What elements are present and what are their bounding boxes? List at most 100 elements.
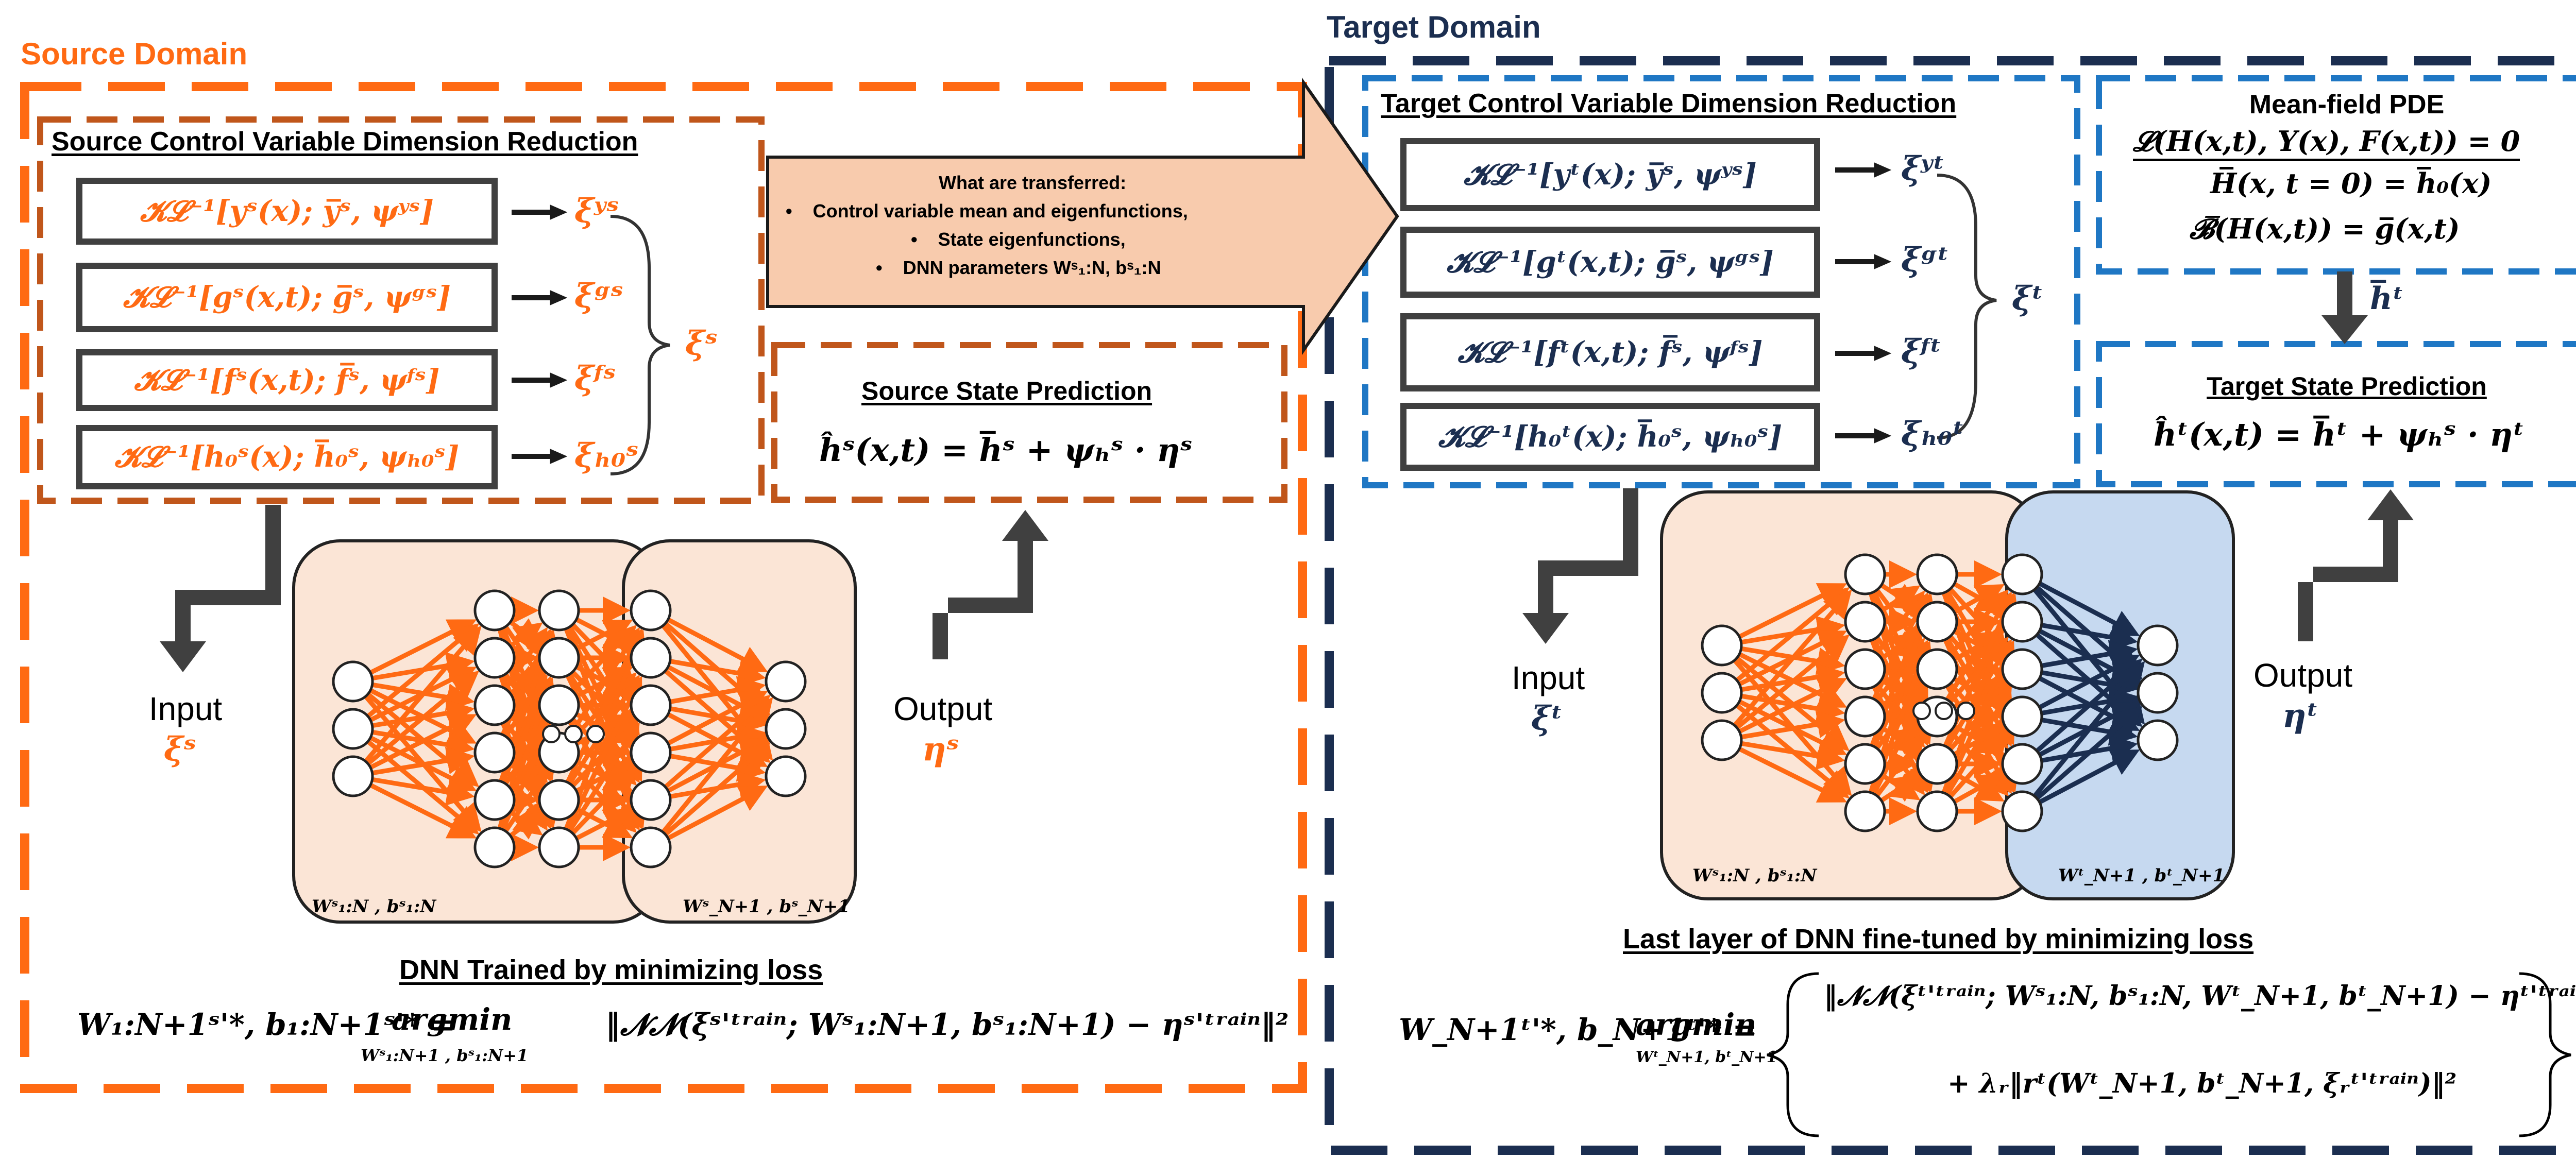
nn-connection bbox=[669, 676, 766, 704]
source-loss-title: DNN Trained by minimizing loss bbox=[399, 955, 823, 985]
nn-node bbox=[1916, 601, 1958, 643]
source-neural-network bbox=[332, 589, 807, 868]
nn-node bbox=[630, 826, 672, 868]
nn-node bbox=[538, 589, 580, 632]
nn-node bbox=[1701, 624, 1743, 667]
source-nn-right-label: Wˢ_N+1 , bˢ_N+1 bbox=[683, 896, 850, 917]
source-output-symbol: ηˢ bbox=[922, 730, 959, 769]
source-kl-box-y: 𝓚𝓛⁻¹[yˢ(x); y̅ˢ, ψʸˢ] bbox=[76, 178, 498, 245]
source-loss-argmin: argmin bbox=[392, 1002, 513, 1037]
target-neural-network bbox=[1701, 553, 2179, 832]
transfer-item-2: • State eigenfunctions, bbox=[911, 229, 1126, 250]
source-cvdr-frame bbox=[37, 116, 765, 504]
pde-h-bar: h̅ᵗ bbox=[2370, 281, 2404, 317]
nn-connection bbox=[369, 783, 477, 839]
nn-node bbox=[332, 660, 374, 703]
nn-connection bbox=[567, 722, 640, 832]
target-xi-f: ξᶠᵗ bbox=[1901, 332, 1942, 371]
nn-node bbox=[1844, 790, 1886, 832]
nn-connection bbox=[509, 812, 543, 840]
target-output-symbol: ηᵗ bbox=[2282, 696, 2319, 735]
nn-ellipsis-dot bbox=[1935, 702, 1953, 720]
nn-connection bbox=[1740, 741, 1845, 770]
source-brace bbox=[610, 215, 670, 475]
pde-title: Mean-field PDE bbox=[2249, 90, 2445, 120]
nn-connection bbox=[1740, 710, 1845, 740]
target-kl-box-h0: 𝓚𝓛⁻¹[h₀ᵗ(x); h̅₀ˢ, ψₕ₀ˢ] bbox=[1400, 403, 1820, 471]
nn-node bbox=[630, 589, 672, 632]
nn-connection bbox=[2035, 706, 2143, 800]
nn-ellipsis-dot bbox=[1957, 702, 1975, 720]
target-loss-argmin: argmin bbox=[1636, 1007, 1757, 1042]
nn-node bbox=[630, 779, 672, 821]
target-cvdr-title: Target Control Variable Dimension Reduct… bbox=[1381, 89, 1957, 118]
nn-connection bbox=[669, 659, 766, 687]
nn-node bbox=[2001, 790, 2043, 832]
source-loss-lhs: W₁:N+1ˢ'*, b₁:N+1ˢ'* = bbox=[77, 1007, 456, 1042]
nn-node bbox=[765, 755, 807, 797]
target-loss-lhs: W_N+1ᵗ'*, b_N+1ᵗ'* = bbox=[1399, 1012, 1757, 1047]
nn-node bbox=[332, 708, 374, 750]
nn-connection bbox=[1733, 589, 1852, 727]
target-output-label: Output bbox=[2253, 657, 2353, 694]
target-loss-brace-left bbox=[1767, 972, 1819, 1137]
nn-node bbox=[1844, 743, 1886, 785]
nn-node bbox=[473, 589, 516, 632]
nn-node bbox=[1844, 553, 1886, 595]
source-nn-left-label: Wˢ₁:N , bˢ₁:N bbox=[312, 896, 436, 917]
nn-node bbox=[1701, 719, 1743, 761]
source-state-title: Source State Prediction bbox=[861, 377, 1153, 405]
nn-connection bbox=[2041, 640, 2138, 668]
target-io-arrows bbox=[1522, 488, 2414, 644]
nn-node bbox=[1844, 601, 1886, 643]
target-nn-left-label: Wˢ₁:N , bˢ₁:N bbox=[1692, 865, 1817, 886]
nn-node bbox=[538, 779, 580, 821]
nn-node bbox=[1844, 648, 1886, 690]
transfer-arrow bbox=[766, 77, 1399, 355]
nn-node bbox=[1844, 695, 1886, 738]
nn-node bbox=[630, 731, 672, 774]
nn-connection bbox=[1735, 634, 1850, 730]
target-loss-brace-right bbox=[2519, 972, 2571, 1137]
nn-connection bbox=[364, 625, 482, 763]
nn-node bbox=[473, 731, 516, 774]
source-input-label: Input bbox=[148, 690, 223, 727]
nn-node bbox=[765, 708, 807, 750]
nn-node bbox=[473, 684, 516, 726]
nn-node bbox=[2137, 719, 2179, 761]
nn-node bbox=[2001, 695, 2043, 738]
source-xi-g: ξᵍˢ bbox=[574, 277, 624, 315]
nn-ellipsis-dot bbox=[1912, 702, 1931, 720]
target-xi-h0: ξₕ₀ᵗ bbox=[1901, 415, 1965, 453]
pde-line-2: H̅(x, t = 0) = h̅₀(x) bbox=[2210, 167, 2492, 200]
source-state-equation: ĥˢ(x,t) = h̅ˢ + ψₕˢ · ηˢ bbox=[819, 431, 1193, 469]
nn-connection bbox=[2038, 749, 2140, 805]
pde-line-1: 𝓛(H(x,t), Y(x), F(x,t)) = 0 bbox=[2133, 124, 2520, 161]
nn-connection bbox=[1880, 775, 1921, 803]
target-loss-argmin-sub: Wᵗ_N+1, bᵗ_N+1 bbox=[1636, 1048, 1777, 1066]
target-state-frame bbox=[2096, 341, 2576, 487]
source-kl-arrows bbox=[512, 204, 568, 464]
source-loss-rhs: ‖𝓝𝓝(ξˢ'ᵗʳᵃⁱⁿ; Wˢ₁:N+1, bˢ₁:N+1) − ηˢ'ᵗʳᵃ… bbox=[605, 1007, 1289, 1042]
nn-node bbox=[2001, 743, 2043, 785]
nn-node bbox=[332, 755, 374, 797]
nn-node bbox=[630, 637, 672, 679]
transfer-heading: What are transferred: bbox=[939, 172, 1127, 193]
source-loss-argmin-sub: Wˢ₁:N+1 , bˢ₁:N+1 bbox=[361, 1046, 529, 1065]
source-xi-h0: ξₕ₀ˢ bbox=[574, 436, 639, 475]
nn-connection bbox=[369, 714, 477, 770]
source-cvdr-title: Source Control Variable Dimension Reduct… bbox=[52, 127, 638, 157]
nn-connection bbox=[1738, 678, 1848, 734]
nn-ellipsis-dot bbox=[542, 725, 561, 743]
target-domain-title: Target Domain bbox=[1327, 10, 1541, 44]
nn-node bbox=[473, 779, 516, 821]
nn-connection bbox=[1738, 746, 1848, 803]
target-kl-arrows bbox=[1835, 162, 1892, 444]
source-domain-frame bbox=[20, 82, 1307, 1093]
nn-node bbox=[1916, 553, 1958, 595]
source-kl-box-h0: 𝓚𝓛⁻¹[h₀ˢ(x); h̅₀ˢ, ψₕ₀ˢ] bbox=[76, 425, 498, 489]
source-input-symbol: ξˢ bbox=[164, 730, 197, 769]
source-state-frame bbox=[771, 342, 1287, 503]
